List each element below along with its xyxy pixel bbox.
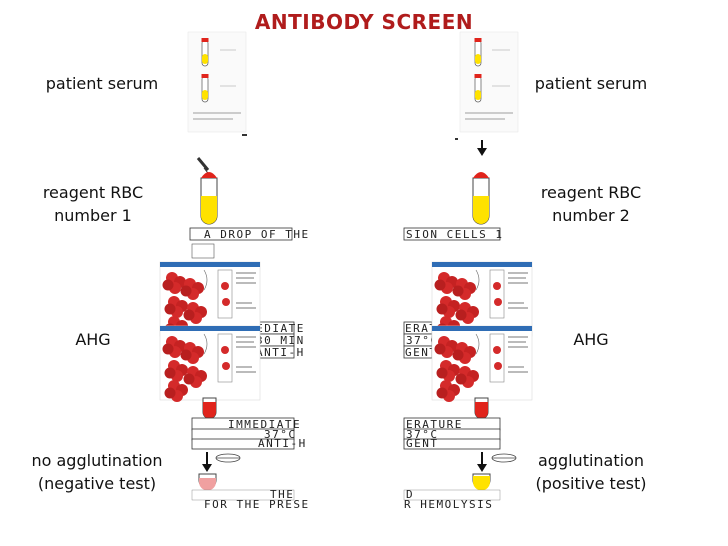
svg-text:37°C: 37°C xyxy=(406,428,439,441)
left-rbc-panel-bottom xyxy=(160,326,260,402)
svg-text:30 MIN: 30 MIN xyxy=(256,334,305,347)
right-serum-text: patient serum xyxy=(534,74,648,93)
right-document-fragment: SION CELLS 1 ERATU 37°C GENT xyxy=(403,227,503,359)
right-result-label: agglutination (positive test) xyxy=(516,449,666,495)
right-mix-arrows-icon xyxy=(491,453,517,463)
left-lower-document-fragment: IMMEDIATE 37°C ANTI-H xyxy=(191,417,307,450)
svg-text:GENT: GENT xyxy=(405,346,438,359)
right-rbc-panel-bottom xyxy=(432,326,532,402)
right-serum-label: patient serum xyxy=(516,72,666,95)
right-column-art: SION CELLS 1 ERATU 37°C GENT ERATURE 37°… xyxy=(403,31,532,511)
left-serum-text: patient serum xyxy=(45,74,159,93)
right-result-line1: agglutination xyxy=(537,451,644,470)
left-mix-arrows-icon xyxy=(215,453,241,463)
right-reagent-line2: number 2 xyxy=(552,206,630,225)
svg-text:37°C: 37°C xyxy=(406,334,439,347)
svg-text:FOR THE PRESE: FOR THE PRESE xyxy=(204,498,310,511)
svg-text:ERATURE: ERATURE xyxy=(406,418,463,431)
left-result-line2: (negative test) xyxy=(37,474,157,493)
left-result-line1: no agglutination xyxy=(31,451,163,470)
right-serum-tubes-icon xyxy=(455,31,519,140)
right-reagent-label: reagent RBC number 2 xyxy=(516,181,666,227)
left-reagent-tube-icon xyxy=(200,172,218,225)
left-result-tube-icon xyxy=(198,473,217,491)
right-result-line2: (positive test) xyxy=(535,474,647,493)
left-ahg-label: AHG xyxy=(18,328,168,351)
svg-text:ANTI-H: ANTI-H xyxy=(256,346,305,359)
diagram-title: ANTIBODY SCREEN xyxy=(254,10,474,34)
svg-text:IMMEDIATE: IMMEDIATE xyxy=(228,418,301,431)
svg-text:A DROP OF THE: A DROP OF THE xyxy=(204,228,310,241)
svg-text:SION CELLS 1: SION CELLS 1 xyxy=(406,228,503,241)
svg-text:MEDIATE: MEDIATE xyxy=(248,322,305,335)
left-reagent-line2: number 1 xyxy=(54,206,132,225)
left-arrow-down-icon xyxy=(202,452,212,472)
left-bottom-document-fragment: THE FOR THE PRESE xyxy=(191,488,310,511)
left-result-label: no agglutination (negative test) xyxy=(22,449,172,495)
left-serum-tubes-icon xyxy=(187,31,247,136)
right-reagent-line1: reagent RBC xyxy=(540,183,642,202)
right-ahg-label: AHG xyxy=(516,328,666,351)
svg-text:ANTI-H: ANTI-H xyxy=(258,437,307,450)
right-ahg-text: AHG xyxy=(573,330,609,349)
right-reagent-tube-icon xyxy=(472,172,490,225)
svg-text:R HEMOLYSIS: R HEMOLYSIS xyxy=(404,498,493,511)
right-lower-document-fragment: ERATURE 37°C GENT xyxy=(403,417,501,450)
right-bottom-document-fragment: D R HEMOLYSIS xyxy=(403,488,501,511)
right-arrow-down-top-icon xyxy=(477,140,487,156)
svg-text:D: D xyxy=(406,488,414,501)
right-result-tube-icon xyxy=(472,473,491,491)
svg-text:THE: THE xyxy=(270,488,294,501)
svg-text:37°C: 37°C xyxy=(264,428,297,441)
svg-text:GENT: GENT xyxy=(406,437,439,450)
left-reagent-line1: reagent RBC xyxy=(42,183,144,202)
left-column-art: A DROP OF THE MEDIATE 30 MIN ANTI-H IMME… xyxy=(160,31,310,511)
left-serum-label: patient serum xyxy=(27,72,177,95)
left-ahg-tube-icon xyxy=(202,397,217,419)
right-arrow-down-icon xyxy=(477,452,487,472)
left-ahg-text: AHG xyxy=(75,330,111,349)
left-reagent-label: reagent RBC number 1 xyxy=(18,181,168,227)
right-ahg-tube-icon xyxy=(474,397,489,419)
